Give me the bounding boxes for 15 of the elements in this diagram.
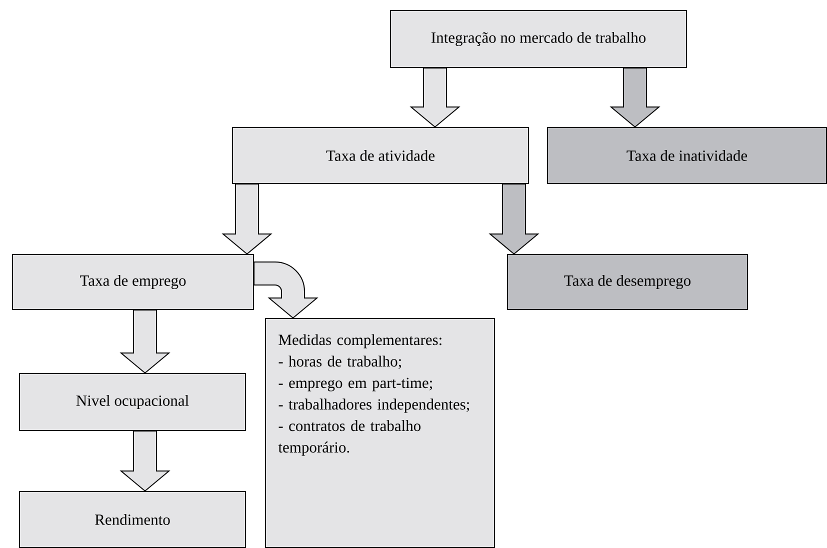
- process-box: Integração no mercado de trabalho: [390, 10, 687, 68]
- text-box: Medidas complementares: - horas de trabalho; - emprego em part-time; - trabalhadores independentes; - contratos de trabalho temporário.: [265, 318, 495, 548]
- block-arrow: [120, 310, 170, 374]
- block-arrow: [120, 430, 170, 492]
- process-box: Rendimento: [19, 491, 246, 548]
- block-arrow: [610, 68, 660, 128]
- process-box: Taxa de emprego: [12, 254, 254, 310]
- block-arrow: [410, 68, 460, 128]
- process-box: Taxa de desemprego: [507, 254, 748, 310]
- process-box: Nivel ocupacional: [19, 373, 246, 431]
- block-arrow: [488, 184, 540, 255]
- block-arrow: [222, 184, 272, 255]
- block-arrow: [254, 262, 318, 318]
- process-box: Taxa de inatividade: [547, 127, 827, 184]
- process-box: Taxa de atividade: [232, 127, 529, 184]
